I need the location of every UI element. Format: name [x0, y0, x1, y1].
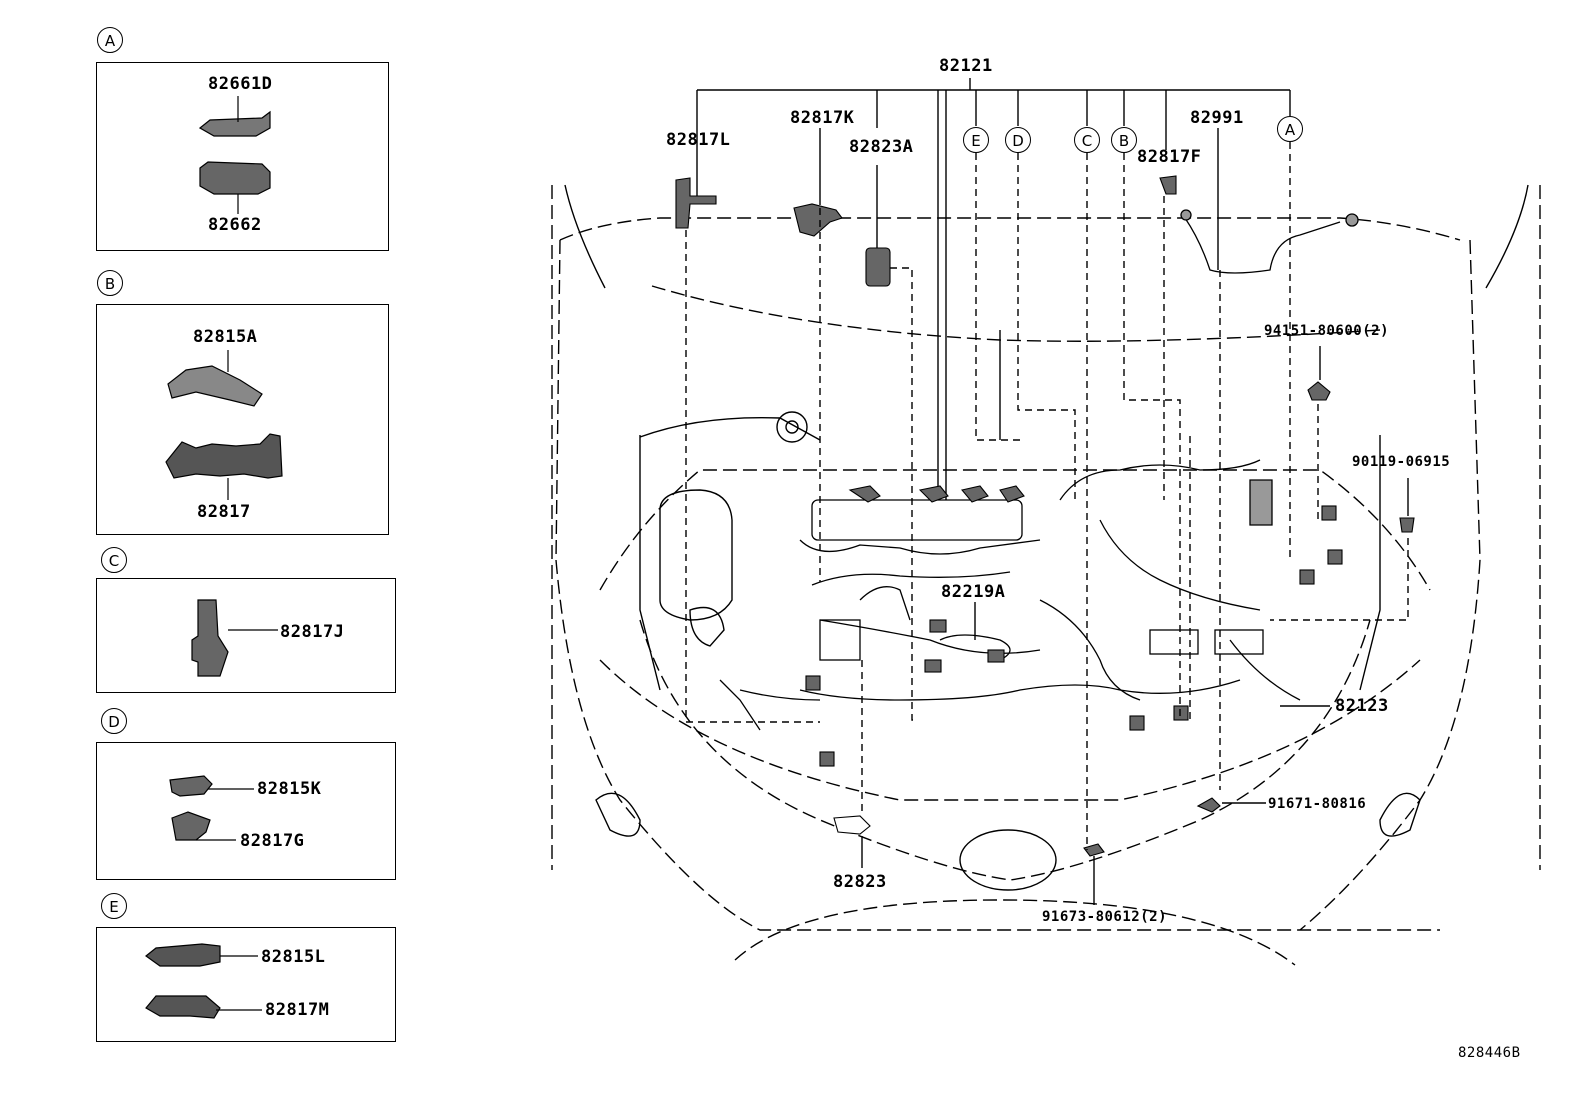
callout-a: A	[1277, 116, 1303, 142]
part-label-82817j: 82817J	[280, 622, 345, 642]
inset-c-marker: C	[101, 547, 127, 573]
inset-c-panel	[96, 578, 396, 693]
part-label-82991: 82991	[1190, 108, 1244, 128]
callout-b: B	[1111, 127, 1137, 153]
figure-code: 828446B	[1458, 1045, 1521, 1061]
inset-d-parts	[169, 775, 254, 841]
inset-a-parts	[198, 96, 271, 214]
part-label-82823a: 82823A	[849, 137, 914, 157]
inset-e-panel	[96, 927, 396, 1042]
inset-a-panel	[96, 62, 389, 251]
callout-e: E	[963, 127, 989, 153]
part-label-82817k: 82817K	[790, 108, 855, 128]
part-label-82662: 82662	[208, 215, 262, 235]
connector-parts	[675, 175, 1415, 857]
part-label-82815l: 82815L	[261, 947, 326, 967]
part-label-82817l: 82817L	[666, 130, 731, 150]
callout-c: C	[1074, 127, 1100, 153]
part-label-82815k: 82815K	[257, 779, 322, 799]
car-body-outline	[551, 185, 1541, 966]
leader-bracket-82121	[696, 78, 1291, 500]
part-label-82817m: 82817M	[265, 1000, 330, 1020]
inset-d-marker: D	[101, 708, 127, 734]
part-label-91671-80816: 91671-80816	[1268, 796, 1367, 812]
inset-e-parts	[145, 943, 262, 1019]
car-body-solid	[564, 184, 1529, 891]
inset-e-marker: E	[101, 893, 127, 919]
part-label-82823: 82823	[833, 872, 887, 892]
inset-b-marker: B	[97, 270, 123, 296]
part-label-82817: 82817	[197, 502, 251, 522]
label-leaders	[861, 346, 1409, 905]
part-label-82123: 82123	[1335, 696, 1389, 716]
part-label-82817f: 82817F	[1137, 147, 1202, 167]
callout-d: D	[1005, 127, 1031, 153]
part-label-82219a: 82219A	[941, 582, 1006, 602]
engine-harness	[719, 209, 1359, 731]
inset-d-panel	[96, 742, 396, 880]
part-label-91673-80612: 91673-80612(2)	[1042, 909, 1168, 925]
inset-a-marker: A	[97, 27, 123, 53]
dashed-callouts	[685, 142, 1409, 850]
inset-c-parts	[191, 599, 278, 677]
inset-b-parts	[165, 350, 283, 500]
part-label-94151-80600: 94151-80600(2)	[1264, 323, 1390, 339]
part-label-82121: 82121	[939, 56, 993, 76]
inset-b-panel	[96, 304, 389, 535]
part-label-82815a: 82815A	[193, 327, 258, 347]
part-label-82817g: 82817G	[240, 831, 305, 851]
part-label-82661d: 82661D	[208, 74, 273, 94]
part-label-90119-06915: 90119-06915	[1352, 454, 1451, 470]
